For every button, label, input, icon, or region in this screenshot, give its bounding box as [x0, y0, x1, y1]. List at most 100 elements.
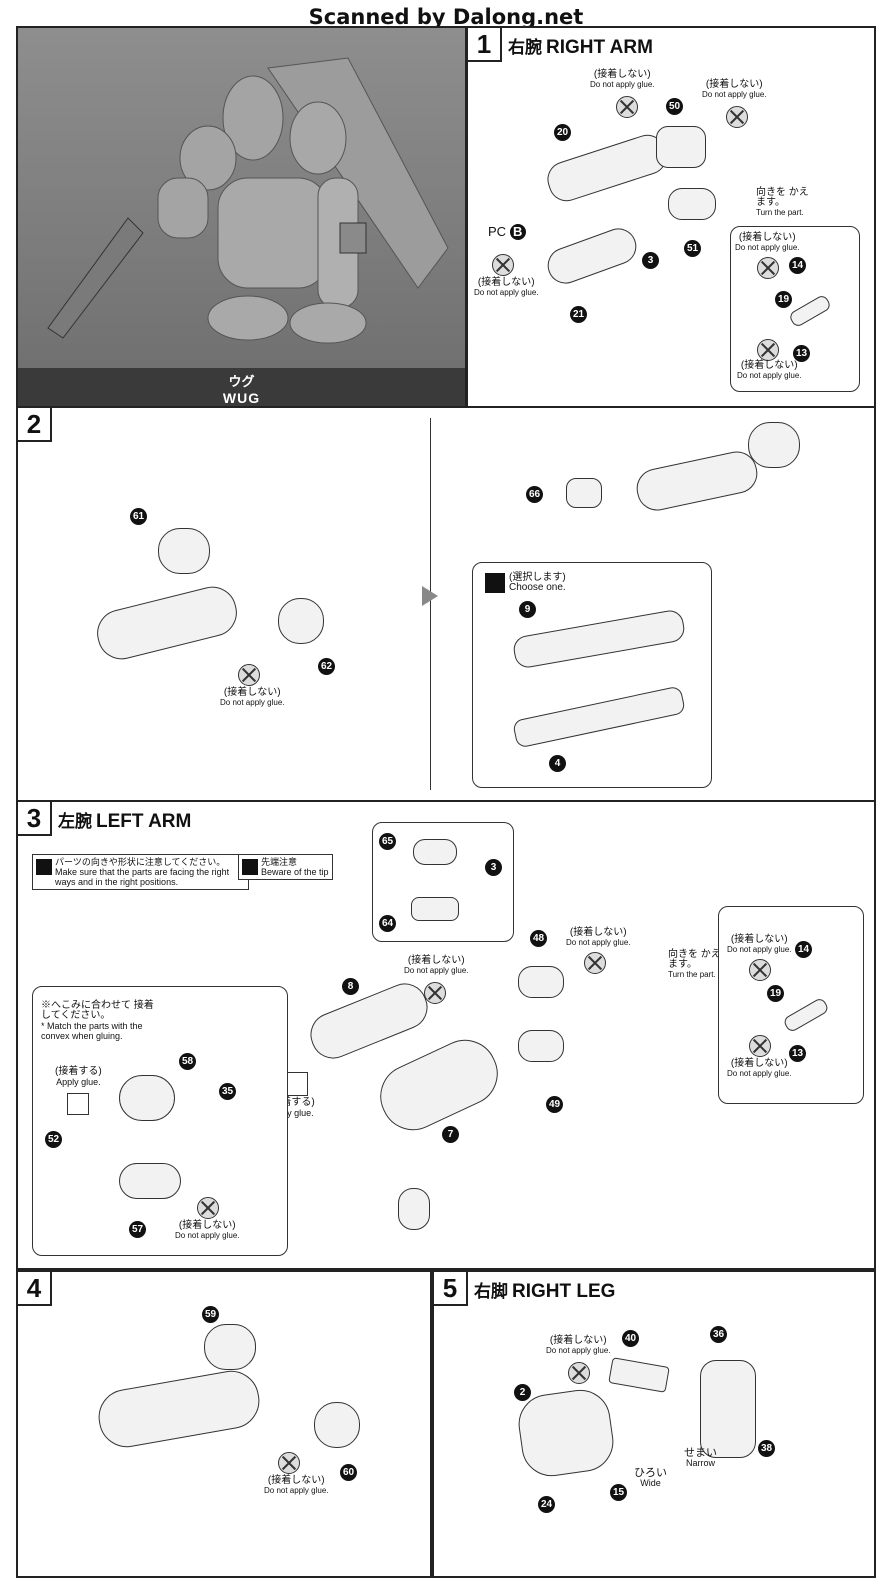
part: [119, 1075, 175, 1121]
part-number: 21: [570, 306, 587, 323]
arm-part: [369, 1029, 509, 1141]
no-glue-note: (接着しない)Do not apply glue.: [727, 934, 792, 955]
part-number: 8: [342, 978, 359, 995]
no-glue-icon: [726, 106, 748, 128]
no-glue-icon: [749, 959, 771, 981]
hand-part: [398, 1188, 430, 1230]
part-number: 64: [379, 915, 396, 932]
shoulder-part: [748, 422, 800, 468]
part-number: 59: [202, 1306, 219, 1323]
part-number: 40: [622, 1330, 639, 1347]
no-glue-note: (接着しない)Do not apply glue.: [727, 1058, 792, 1079]
part-number: 36: [710, 1326, 727, 1343]
no-glue-icon: [568, 1362, 590, 1384]
part-number: 7: [442, 1126, 459, 1143]
no-glue-icon: [584, 952, 606, 974]
elbow-part: [518, 966, 564, 998]
arm-part: [632, 447, 762, 515]
arrow-right-icon: [422, 586, 438, 606]
tip-warning-icon: [242, 859, 258, 875]
arm-part: [303, 976, 435, 1066]
no-glue-note: (接着しない)Do not apply glue.: [546, 1335, 611, 1356]
parts-direction-warning: パーツの向きや形状に注意してください。Make sure that the pa…: [32, 854, 249, 890]
part-number: 2: [514, 1384, 531, 1401]
part-number: 58: [179, 1053, 196, 1070]
pc-b-badge: B: [509, 224, 526, 240]
no-glue-icon: [424, 982, 446, 1004]
part-number: 52: [45, 1131, 62, 1148]
no-glue-note: (接着しない)Do not apply glue.: [702, 79, 767, 100]
step-number: 1: [468, 28, 502, 62]
no-glue-note: (接着しない)Do not apply glue.: [566, 927, 631, 948]
part-number: 35: [219, 1083, 236, 1100]
part: [119, 1163, 181, 1199]
elbow-part: [518, 1030, 564, 1062]
no-glue-note: (接着しない)Do not apply glue.: [220, 687, 285, 708]
weapon-part: [511, 685, 687, 749]
leg-part: [514, 1385, 618, 1481]
choose-one-box: (選択します)Choose one. 9 4: [472, 562, 712, 788]
no-glue-note: (接着しない)Do not apply glue.: [264, 1475, 329, 1496]
part-number: 19: [775, 291, 792, 308]
step-number: 5: [434, 1272, 468, 1306]
shoulder-part: [314, 1402, 360, 1448]
arm-part: [542, 130, 672, 206]
no-glue-note: (接着しない)Do not apply glue.: [735, 232, 800, 253]
shoulder-part: [158, 528, 210, 574]
step-2-panel: 2 61 62 (接着しない)Do not apply glue. 66 (選択…: [16, 406, 876, 802]
sub-assembly-box: 65 3 64: [372, 822, 514, 942]
part-number: 51: [684, 240, 701, 257]
no-glue-icon: [749, 1035, 771, 1057]
no-glue-note: (接着しない)Do not apply glue.: [737, 360, 802, 381]
no-glue-note: (接着しない)Do not apply glue.: [590, 69, 655, 90]
joint-part: [787, 293, 833, 329]
weapon-part: [511, 608, 687, 670]
sub-assembly-box: (接着しない)Do not apply glue. (接着しない)Do not …: [730, 226, 860, 392]
part-number: 3: [485, 859, 502, 876]
leg-part: [700, 1360, 756, 1458]
model-caption: ウグ WUG: [18, 368, 465, 406]
arm-part: [542, 223, 642, 289]
part-number: 3: [642, 252, 659, 269]
model-name-en: WUG: [222, 390, 261, 406]
part-number: 19: [767, 985, 784, 1002]
part-number: 38: [758, 1440, 775, 1457]
no-glue-icon: [278, 1452, 300, 1474]
no-glue-icon: [757, 339, 779, 361]
part-number: 4: [549, 755, 566, 772]
no-glue-icon: [238, 664, 260, 686]
choose-note: (選択します)Choose one.: [509, 572, 566, 593]
part-number: 48: [530, 930, 547, 947]
no-glue-icon: [492, 254, 514, 276]
part-number: 15: [610, 1484, 627, 1501]
part-number: 50: [666, 98, 683, 115]
part-number: 62: [318, 658, 335, 675]
part-number: 13: [793, 345, 810, 362]
wug-model-illustration: [47, 57, 449, 344]
shoulder-part: [204, 1324, 256, 1370]
arm-part: [94, 1366, 264, 1452]
step-number: 2: [18, 408, 52, 442]
part: [413, 839, 457, 865]
arm-part: [656, 126, 706, 168]
step-number: 4: [18, 1272, 52, 1306]
leg-part: [608, 1357, 670, 1393]
part-number: 49: [546, 1096, 563, 1113]
joint-part: [782, 996, 830, 1034]
model-photo: ウグ WUG: [16, 26, 467, 408]
hand-part: [566, 478, 602, 508]
part-number: 14: [795, 941, 812, 958]
model-name-jp: ウグ: [228, 375, 255, 390]
part-number: 57: [129, 1221, 146, 1238]
glue-brush-icon: [67, 1093, 89, 1115]
part-number: 65: [379, 833, 396, 850]
part: [411, 897, 459, 921]
